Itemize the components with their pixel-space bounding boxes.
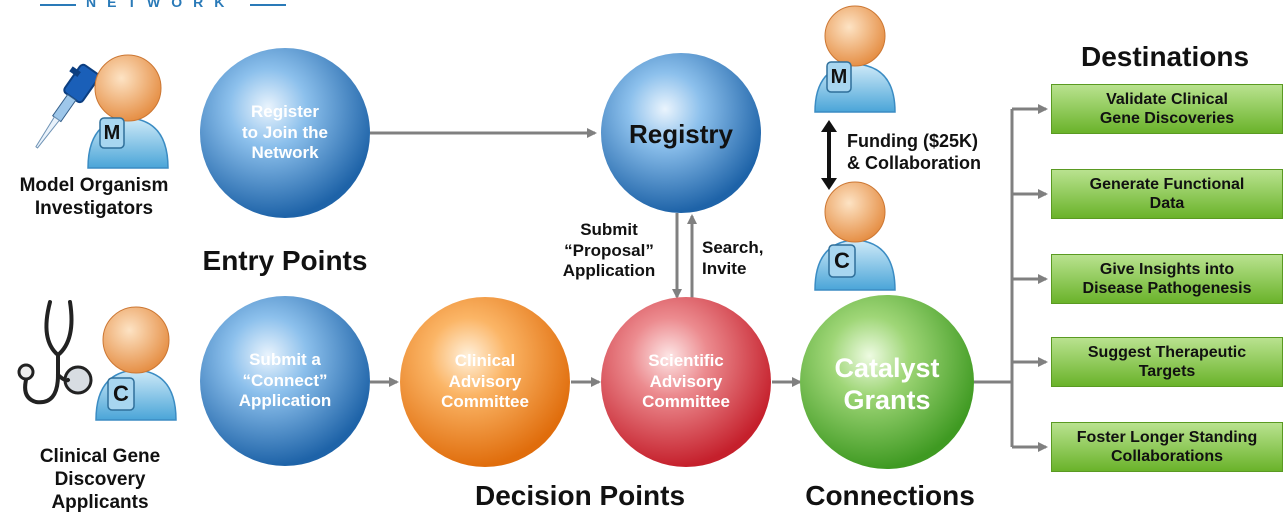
node-registry-circle	[601, 53, 761, 213]
section-decision-points: Decision Points	[474, 480, 686, 511]
label-clinical-gene-discovery-applicants: Clinical Gene Discovery Applicants	[39, 446, 161, 514]
node-connect-circle	[200, 296, 370, 466]
logo-line-right	[250, 4, 286, 6]
header-logo-text: NETWORK	[86, 0, 236, 10]
badge-c-right: C	[834, 248, 850, 273]
node-register-circle	[200, 48, 370, 218]
section-entry-points: Entry Points	[202, 245, 368, 276]
badge-c-left: C	[113, 381, 129, 406]
node-catalyst-label: Catalyst Grants	[834, 352, 940, 415]
person-c-icon-right	[814, 181, 896, 291]
node-clinical-circle	[400, 297, 570, 467]
node-register-label: Register to Join the Network	[242, 102, 328, 163]
logo-line-left	[40, 4, 76, 6]
badge-m-left: M	[103, 122, 121, 144]
node-registry-label: Registry	[628, 119, 734, 150]
person-c-icon-left	[95, 306, 177, 421]
destination-1: Validate Clinical Gene Discoveries	[1051, 84, 1283, 134]
person-m-icon	[87, 54, 169, 169]
section-connections: Connections	[805, 480, 975, 511]
destination-3: Give Insights into Disease Pathogenesis	[1051, 254, 1283, 304]
destination-5: Foster Longer Standing Collaborations	[1051, 422, 1283, 472]
edge-funding-label: Funding ($25K) & Collaboration	[847, 131, 981, 173]
section-destinations: Destinations	[1080, 41, 1250, 72]
destination-4: Suggest Therapeutic Targets	[1051, 337, 1283, 387]
stethoscope-icon	[17, 300, 93, 405]
badge-m-right: M	[830, 66, 848, 88]
arrow-funding-up-head	[821, 120, 837, 132]
pipette-icon	[35, 63, 100, 149]
node-scientific-advisory-label: Scientific Advisory Committee	[642, 351, 730, 412]
person-m-icon-right	[814, 5, 896, 113]
node-catalyst-circle	[800, 295, 974, 469]
label-model-organism-investigators: Model Organism Investigators	[19, 175, 169, 220]
arrow-funding-down-head	[821, 178, 837, 190]
arrows	[370, 104, 1048, 452]
edge-submit-proposal-label: Submit “Proposal” Application	[562, 220, 656, 281]
node-clinical-advisory-label: Clinical Advisory Committee	[441, 351, 529, 412]
edge-search-invite-label: Search, Invite	[702, 238, 764, 278]
node-scientific-circle	[601, 297, 771, 467]
destination-2: Generate Functional Data	[1051, 169, 1283, 219]
node-connect-label: Submit a “Connect” Application	[238, 350, 332, 411]
